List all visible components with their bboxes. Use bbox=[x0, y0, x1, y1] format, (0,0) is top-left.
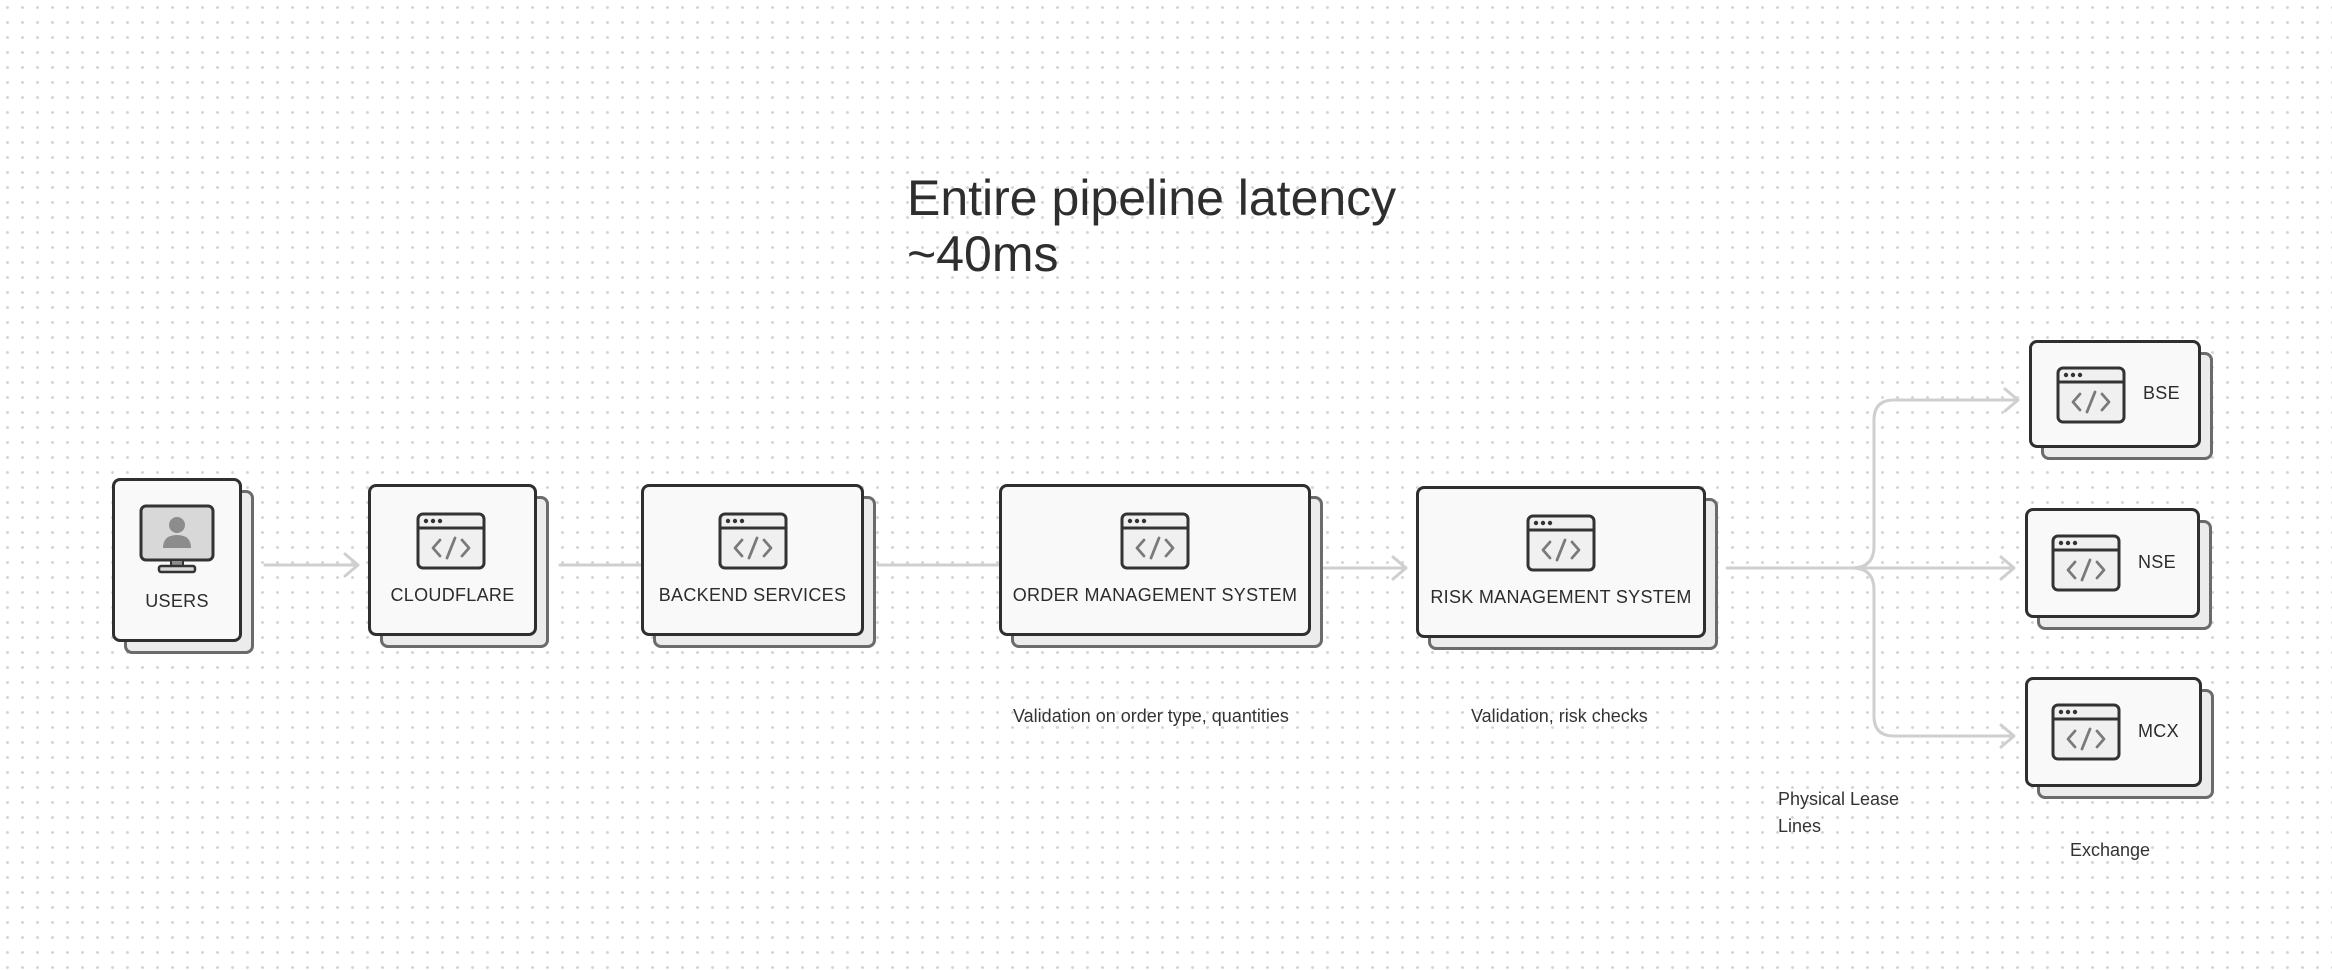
connector-rms-to-exchanges bbox=[1725, 387, 2020, 749]
node-risk-management-system[interactable]: RISK MANAGEMENT SYSTEM bbox=[1416, 486, 1718, 650]
node-label-rms: RISK MANAGEMENT SYSTEM bbox=[1430, 587, 1692, 607]
note-oms-validation: Validation on order type, quantities bbox=[1013, 706, 1289, 726]
code-window-icon bbox=[416, 512, 486, 570]
note-physical-lease-lines: Physical Lease Lines bbox=[1778, 786, 1899, 840]
arrow-oms-to-rms bbox=[1322, 555, 1408, 581]
note-lease-line-1: Physical Lease bbox=[1778, 789, 1900, 809]
node-label-bse: BSE bbox=[2143, 383, 2180, 403]
code-window-icon bbox=[1120, 512, 1190, 570]
code-window-icon bbox=[718, 512, 788, 570]
node-bse[interactable]: BSE bbox=[2029, 340, 2213, 460]
code-window-icon bbox=[2056, 366, 2126, 424]
node-mcx[interactable]: MCX bbox=[2025, 677, 2214, 799]
pipeline-latency-title: Entire pipeline latency ~40ms bbox=[907, 170, 1396, 282]
node-backend-services[interactable]: BACKEND SERVICES bbox=[641, 484, 876, 648]
node-label-backend-services: BACKEND SERVICES bbox=[658, 585, 847, 605]
node-cloudflare[interactable]: CLOUDFLARE bbox=[368, 484, 549, 648]
arrow-users-to-cloudflare bbox=[263, 552, 360, 578]
node-label-users: USERS bbox=[145, 591, 209, 611]
node-label-mcx: MCX bbox=[2138, 721, 2179, 741]
code-window-icon bbox=[2051, 703, 2121, 761]
node-label-cloudflare: CLOUDFLARE bbox=[390, 585, 515, 605]
note-rms-validation: Validation, risk checks bbox=[1471, 706, 1648, 726]
title-line-1: Entire pipeline latency bbox=[907, 170, 1397, 226]
code-window-icon bbox=[2051, 534, 2121, 592]
node-nse[interactable]: NSE bbox=[2025, 508, 2212, 630]
node-order-management-system[interactable]: ORDER MANAGEMENT SYSTEM bbox=[999, 484, 1323, 648]
title-line-2: ~40ms bbox=[907, 226, 1059, 282]
node-users[interactable]: USERS bbox=[112, 478, 254, 654]
node-label-oms: ORDER MANAGEMENT SYSTEM bbox=[1012, 585, 1298, 605]
code-window-icon bbox=[1526, 514, 1596, 572]
note-lease-line-2: Lines bbox=[1778, 816, 1822, 836]
note-exchange: Exchange bbox=[2070, 840, 2151, 860]
node-label-nse: NSE bbox=[2138, 552, 2176, 572]
user-monitor-icon bbox=[139, 504, 215, 574]
